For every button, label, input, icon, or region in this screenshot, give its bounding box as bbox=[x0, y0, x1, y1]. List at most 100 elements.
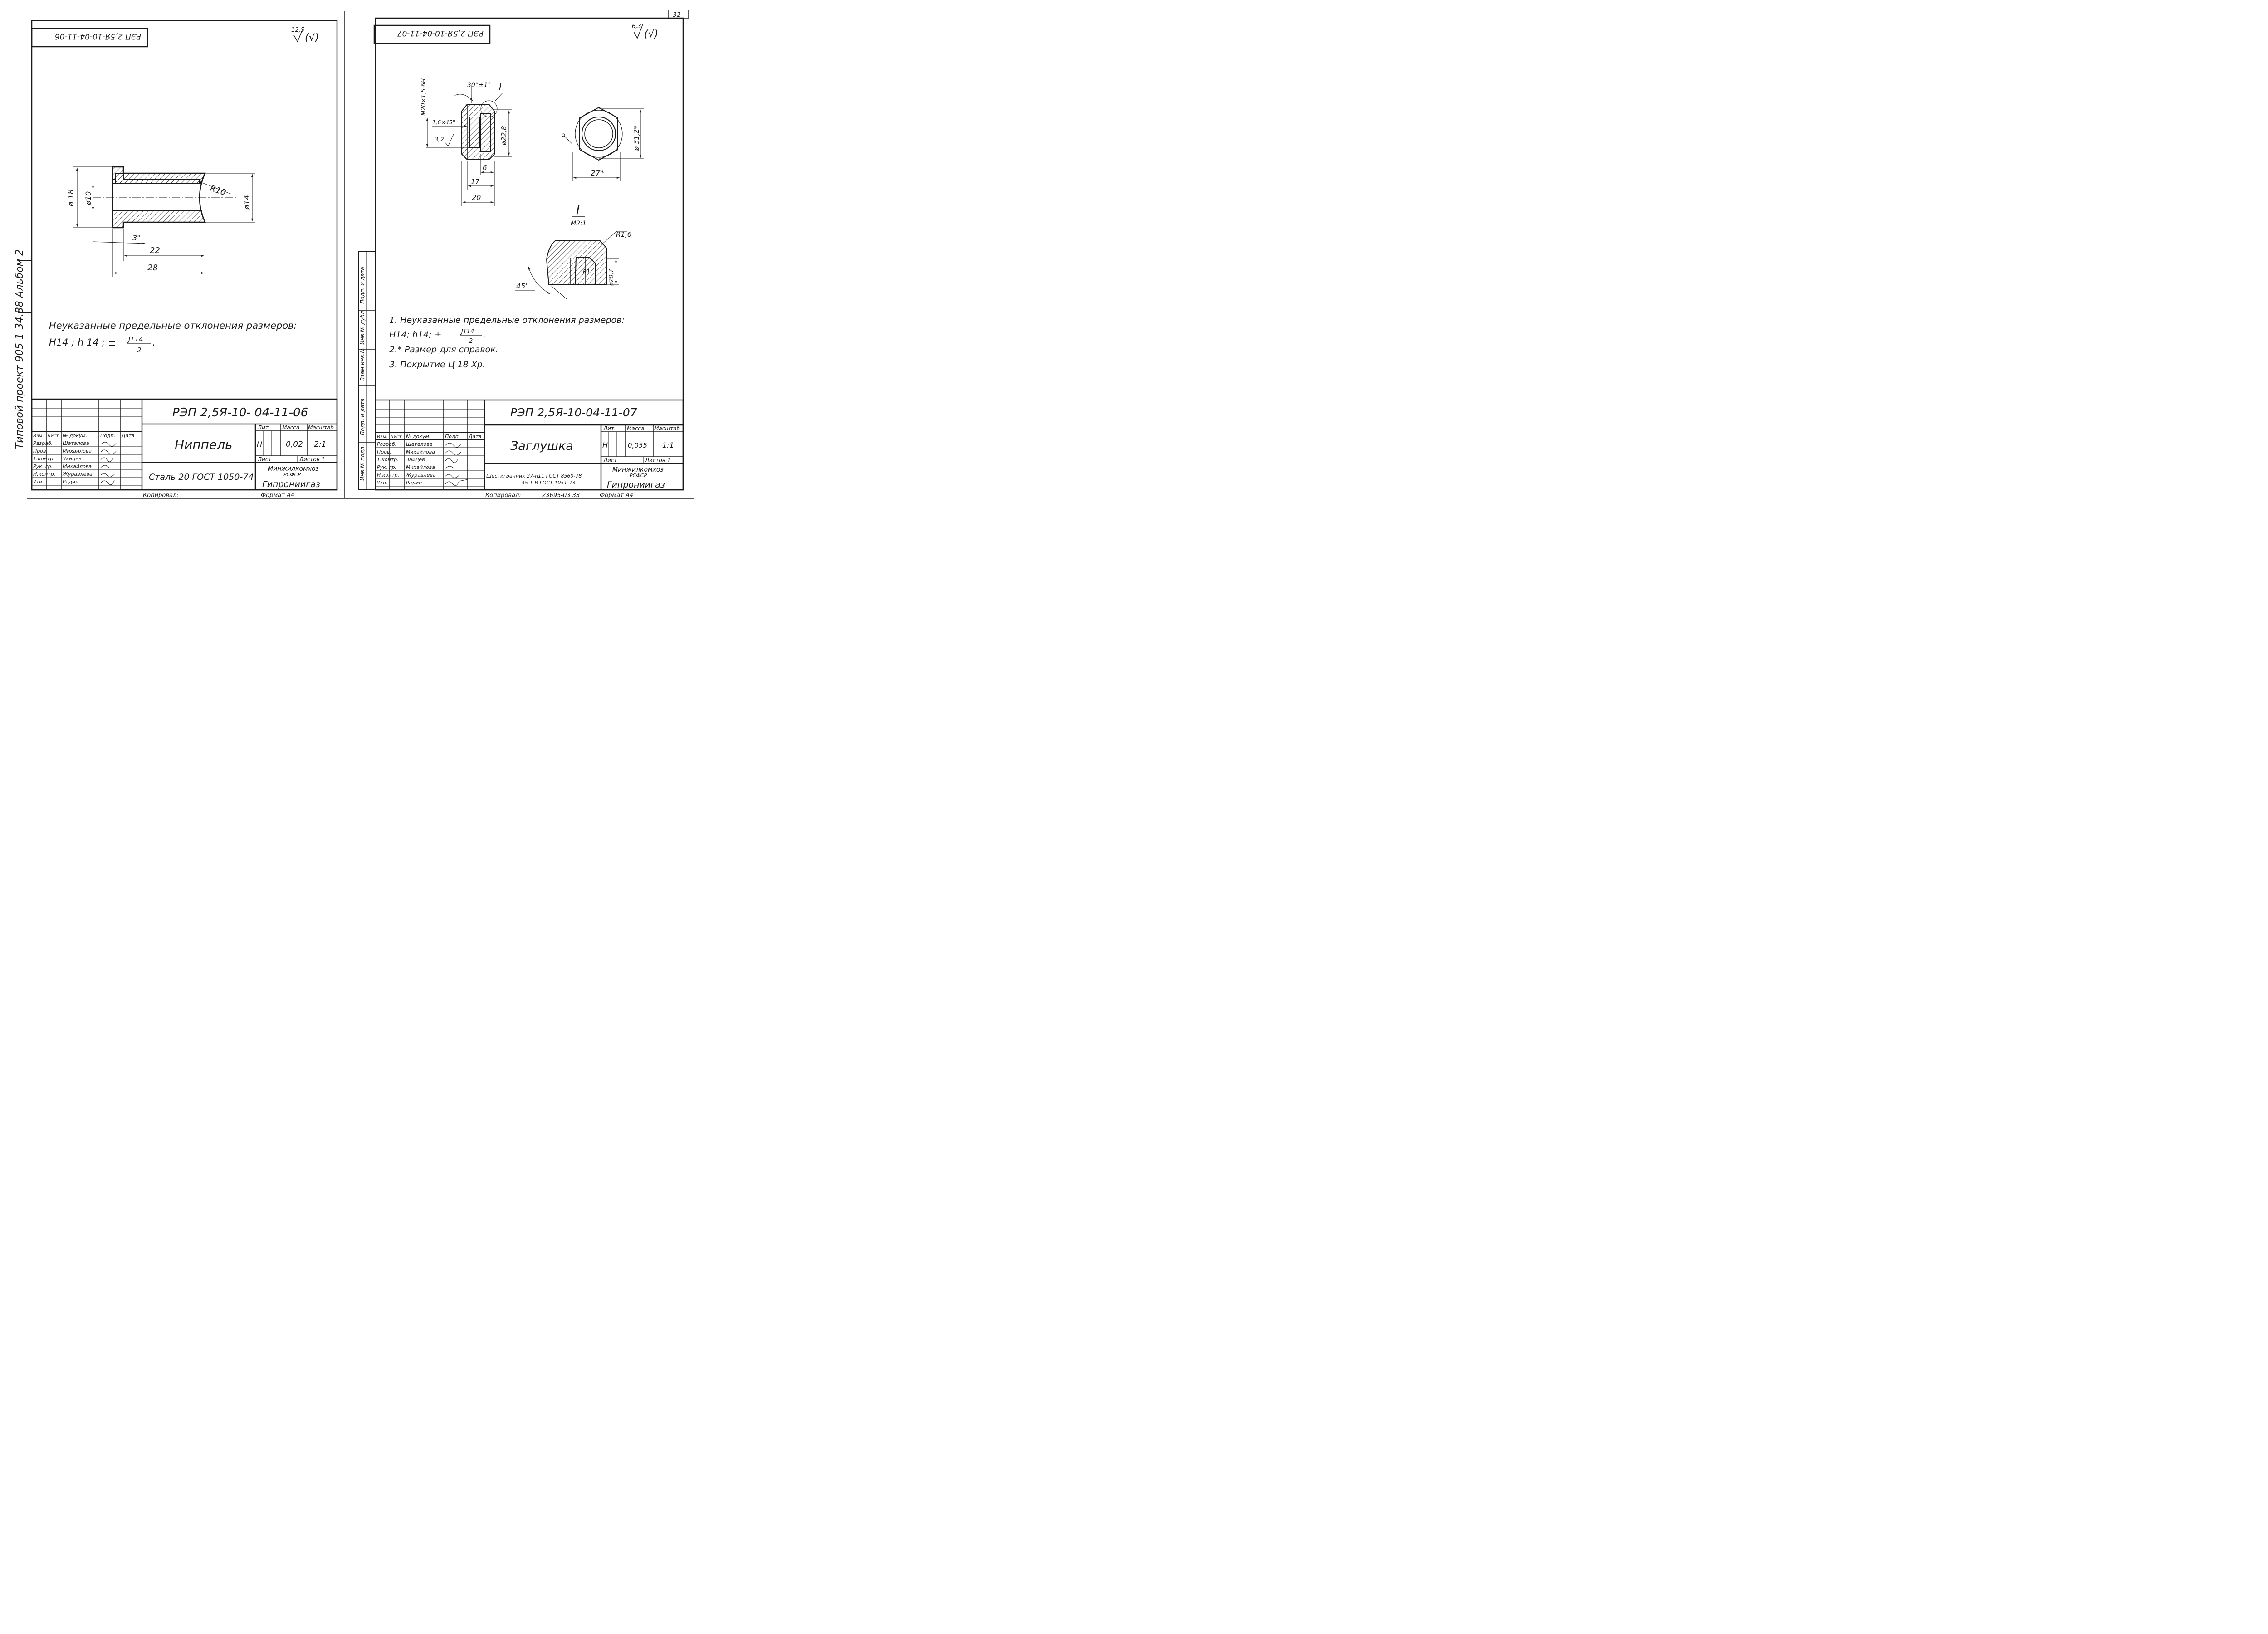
svg-text:Изм.: Изм. bbox=[33, 434, 44, 439]
svg-text:Ниппель: Ниппель bbox=[175, 437, 233, 452]
svg-text:ø22,8: ø22,8 bbox=[500, 126, 508, 146]
svg-text:20: 20 bbox=[472, 193, 481, 202]
svg-text:ø14: ø14 bbox=[243, 195, 252, 210]
svg-text:Подп. и дата: Подп. и дата bbox=[359, 267, 366, 304]
plug-section-view: I 30°±1° M20×1,5-6H 1,6×45° 3,2 ø22,8 6 … bbox=[420, 78, 513, 206]
svg-text:Дата: Дата bbox=[468, 434, 482, 439]
svg-text:Зайцев: Зайцев bbox=[406, 457, 425, 463]
svg-text:Минжилкомхоз: Минжилкомхоз bbox=[612, 466, 664, 473]
svg-text:Лит.: Лит. bbox=[603, 425, 616, 432]
svg-text:2:1: 2:1 bbox=[314, 440, 326, 449]
svg-text:JT14: JT14 bbox=[127, 335, 143, 343]
svg-text:Инв.№ подл.: Инв.№ подл. bbox=[359, 445, 366, 481]
svg-text:Гипрониигаз: Гипрониигаз bbox=[607, 480, 665, 490]
svg-text:Лист: Лист bbox=[257, 456, 272, 463]
svg-text:Разраб.: Разраб. bbox=[33, 440, 53, 446]
svg-text:Лист: Лист bbox=[603, 457, 617, 463]
svg-text:Лист: Лист bbox=[47, 434, 59, 439]
svg-text:(√): (√) bbox=[305, 32, 319, 44]
svg-text:Листов 1: Листов 1 bbox=[299, 456, 325, 463]
left-top-code: РЭП 2,5Я-10-04-11-06 bbox=[31, 28, 148, 48]
svg-text:6: 6 bbox=[483, 164, 487, 172]
svg-text:(√): (√) bbox=[644, 29, 658, 40]
svg-text:Утв.: Утв. bbox=[377, 480, 387, 486]
svg-text:Лист: Лист bbox=[390, 434, 402, 439]
side-stamp-column: Инв.№ подл. Подп. и дата Взам.инв.№ Инв.… bbox=[358, 251, 376, 490]
svg-text:.: . bbox=[483, 330, 486, 340]
svg-text:Масштаб: Масштаб bbox=[308, 424, 334, 431]
plug-detail-I: I М2:1 R1 R1,6 ø20,7 45° bbox=[515, 202, 631, 300]
svg-text:Неуказанные предельные отклоне: Неуказанные предельные отклонения размер… bbox=[49, 320, 297, 331]
svg-text:Михайлова: Михайлова bbox=[63, 463, 92, 469]
svg-text:45-Т-В ГОСТ 1051-73: 45-Т-В ГОСТ 1051-73 bbox=[522, 480, 575, 486]
svg-text:Н: Н bbox=[257, 440, 262, 449]
margin-ticks bbox=[18, 260, 31, 390]
svg-text:Зайцев: Зайцев bbox=[63, 456, 82, 462]
svg-text:Н.контр.: Н.контр. bbox=[33, 471, 55, 477]
svg-text:3. Покрытие Ц 18 Хр.: 3. Покрытие Ц 18 Хр. bbox=[389, 360, 485, 370]
svg-text:ø10: ø10 bbox=[84, 191, 93, 205]
svg-text:Инв.№ дубл.: Инв.№ дубл. bbox=[359, 309, 366, 345]
right-footer-copied: Копировал: bbox=[485, 492, 521, 499]
svg-text:Михайлова: Михайлова bbox=[406, 449, 435, 455]
svg-text:R1: R1 bbox=[583, 268, 590, 275]
svg-text:Подп.: Подп. bbox=[445, 434, 460, 439]
svg-text:Михайлова: Михайлова bbox=[63, 448, 92, 454]
svg-text:Сталь 20 ГОСТ 1050-74: Сталь 20 ГОСТ 1050-74 bbox=[149, 472, 254, 482]
svg-text:.: . bbox=[152, 337, 156, 348]
svg-text:1. Неуказанные предельные откл: 1. Неуказанные предельные отклонения раз… bbox=[389, 315, 625, 325]
svg-text:2: 2 bbox=[137, 346, 142, 354]
svg-text:Масса: Масса bbox=[282, 424, 299, 431]
svg-text:Масштаб: Масштаб bbox=[654, 425, 680, 432]
svg-text:M20×1,5-6H: M20×1,5-6H bbox=[420, 78, 427, 116]
svg-text:2: 2 bbox=[469, 338, 473, 345]
svg-text:Шаталова: Шаталова bbox=[406, 441, 433, 447]
svg-text:ø 18: ø 18 bbox=[67, 189, 76, 207]
svg-text:№ докум.: № докум. bbox=[406, 434, 430, 439]
svg-text:Гипрониигаз: Гипрониигаз bbox=[262, 479, 320, 489]
svg-text:Взам.инв.№: Взам.инв.№ bbox=[359, 347, 366, 381]
svg-text:РЭП 2,5Я-10-04-11-07: РЭП 2,5Я-10-04-11-07 bbox=[397, 29, 484, 38]
left-signatures bbox=[100, 442, 117, 485]
svg-text:Подп.: Подп. bbox=[100, 433, 115, 439]
svg-text:Разраб.: Разраб. bbox=[377, 441, 396, 447]
left-notes: Неуказанные предельные отклонения размер… bbox=[49, 320, 297, 354]
svg-text:I: I bbox=[499, 81, 502, 92]
svg-text:1,6×45°: 1,6×45° bbox=[432, 119, 455, 126]
svg-text:Журавлева: Журавлева bbox=[406, 472, 436, 478]
svg-text:45°: 45° bbox=[516, 282, 529, 290]
right-sheet: РЭП 2,5Я-10-04-11-07 6,3 (√) Инв.№ подл.… bbox=[358, 17, 684, 499]
svg-text:27*: 27* bbox=[591, 169, 604, 178]
svg-text:Утв.: Утв. bbox=[33, 479, 44, 485]
svg-text:6,3: 6,3 bbox=[632, 23, 641, 30]
left-footer-copied: Копировал: bbox=[143, 492, 179, 499]
svg-text:Рук. гр.: Рук. гр. bbox=[377, 464, 396, 470]
plug-hex-view: ø 31,2* 27* bbox=[562, 107, 644, 181]
svg-text:Т.контр.: Т.контр. bbox=[33, 456, 55, 462]
svg-text:Минжилкомхоз: Минжилкомхоз bbox=[268, 465, 319, 473]
svg-text:РЭП 2,5Я-10-04-11-07: РЭП 2,5Я-10-04-11-07 bbox=[510, 406, 637, 419]
svg-text:Шестигранник 27-h11 ГОСТ 8560-: Шестигранник 27-h11 ГОСТ 8560-78 bbox=[486, 473, 582, 479]
svg-text:Дата: Дата bbox=[121, 433, 135, 439]
svg-text:РЭП 2,5Я-10-04-11-06: РЭП 2,5Я-10-04-11-06 bbox=[55, 32, 141, 41]
svg-text:H14; h14; ±: H14; h14; ± bbox=[389, 330, 441, 340]
nipple-drawing: ø 18 ø10 ø14 R10 3° 22 28 bbox=[67, 166, 255, 277]
svg-text:Рук. гр.: Рук. гр. bbox=[33, 463, 53, 469]
svg-text:2.* Размер для справок.: 2.* Размер для справок. bbox=[389, 345, 499, 355]
svg-text:Т.контр.: Т.контр. bbox=[377, 457, 399, 463]
left-footer-format: Формат А4 bbox=[261, 492, 294, 499]
svg-text:Радин: Радин bbox=[63, 479, 78, 485]
svg-text:32: 32 bbox=[673, 11, 681, 19]
svg-text:17: 17 bbox=[471, 178, 480, 186]
right-roughness-mark: 6,3 (√) bbox=[632, 23, 658, 40]
svg-text:Листов 1: Листов 1 bbox=[645, 457, 670, 463]
svg-text:Журавлева: Журавлева bbox=[62, 471, 93, 477]
svg-text:ø20,7: ø20,7 bbox=[608, 268, 615, 286]
svg-text:12,5: 12,5 bbox=[291, 27, 304, 34]
svg-text:М2:1: М2:1 bbox=[571, 220, 587, 227]
svg-text:R1,6: R1,6 bbox=[616, 230, 631, 239]
left-roughness-mark: 12,5 (√) bbox=[291, 27, 319, 44]
svg-text:№ докум.: № докум. bbox=[62, 433, 87, 439]
svg-text:0,055: 0,055 bbox=[628, 441, 647, 449]
left-title-block: Изм. Лист № докум. Подп. Дата Разраб. Пр… bbox=[31, 398, 338, 491]
